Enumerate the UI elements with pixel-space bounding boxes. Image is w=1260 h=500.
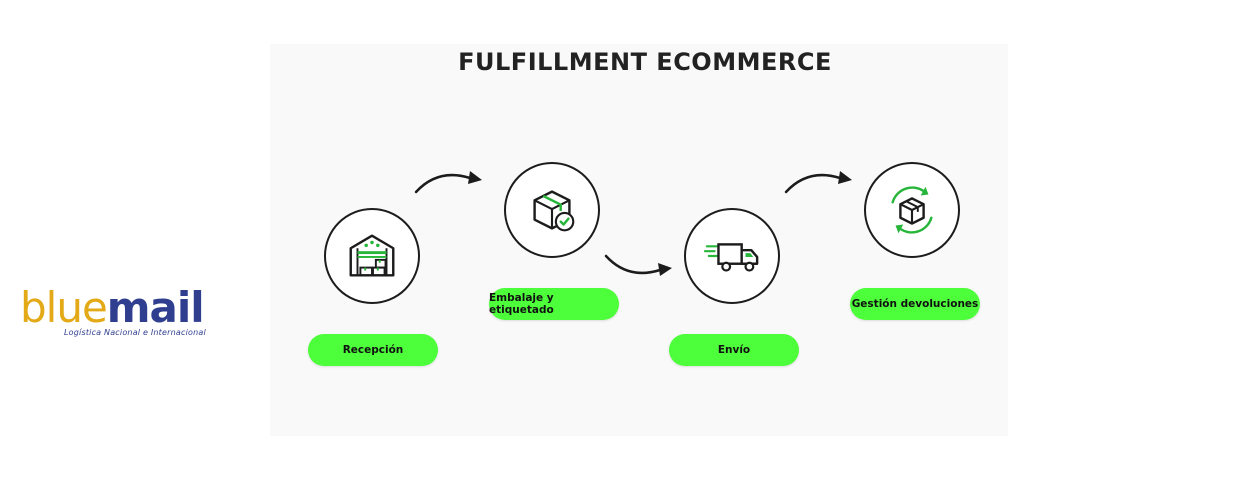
bluemail-logo: bluemail Logística Nacional e Internacio… (20, 284, 220, 338)
box-check-icon (533, 190, 575, 232)
step-embalaje-circle (504, 162, 600, 258)
logo-word-mail: mail (106, 283, 205, 332)
flow-arrow-3 (784, 171, 852, 194)
flow-arrow-2 (604, 254, 672, 276)
diagram-title: FULFILLMENT ECOMMERCE (458, 48, 832, 76)
box-return-icon (891, 186, 933, 234)
delivery-truck-icon (703, 243, 759, 272)
step-envio-circle (684, 208, 780, 304)
step-recepcion-circle (324, 208, 420, 304)
step-devoluciones-label: Gestión devoluciones (850, 288, 980, 320)
logo-tagline: Logística Nacional e Internacional (64, 328, 206, 337)
step-envio-label: Envío (669, 334, 799, 366)
step-recepcion-label: Recepción (308, 334, 438, 366)
flow-arrow-1 (414, 171, 482, 194)
logo-wordmark: bluemail (20, 284, 220, 332)
warehouse-icon (349, 234, 395, 277)
logo-word-blue: blue (20, 283, 108, 332)
step-embalaje-label: Embalaje y etiquetado (489, 288, 619, 320)
step-devoluciones-circle (864, 162, 960, 258)
